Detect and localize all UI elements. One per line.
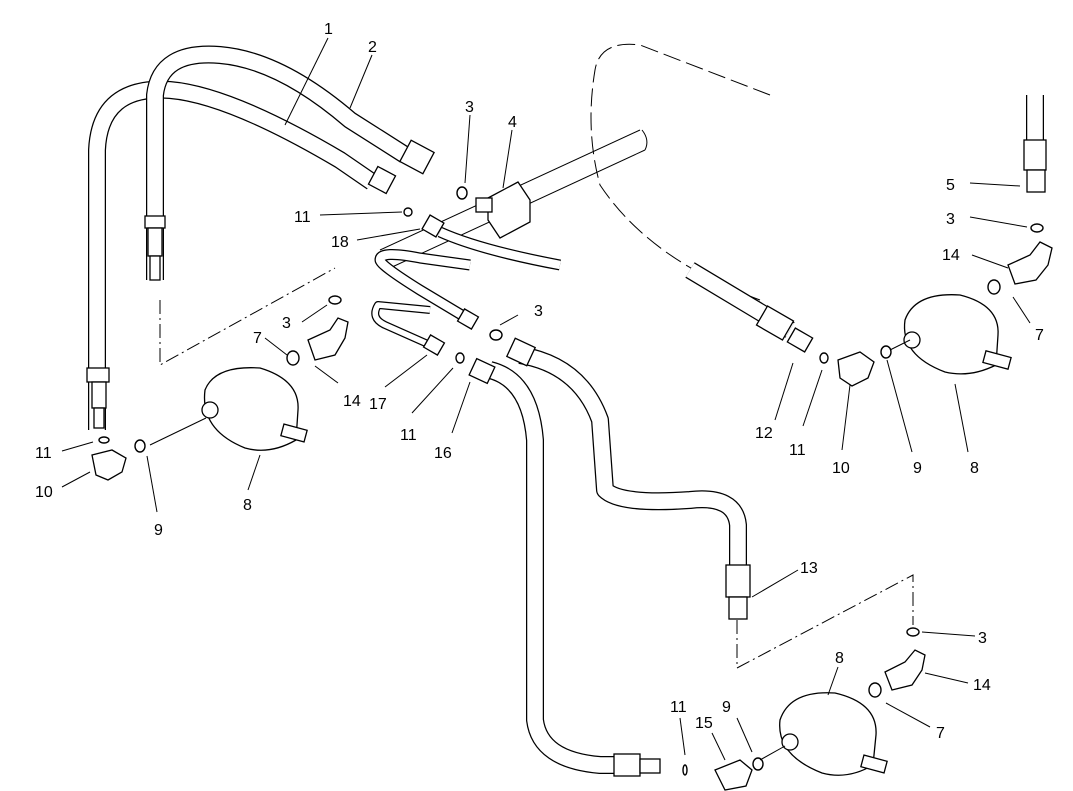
callout-11: 11 <box>400 427 417 444</box>
callout-9: 9 <box>722 699 731 716</box>
tube-18 <box>421 214 562 271</box>
elbow-14-bottom <box>884 649 926 691</box>
elbow-15-bottom <box>714 759 753 791</box>
callout-7: 7 <box>253 330 262 347</box>
pump-8-left <box>201 367 308 451</box>
callout-11: 11 <box>35 445 52 462</box>
o-rings <box>98 186 1044 776</box>
callout-2: 2 <box>368 39 377 56</box>
callout-13: 13 <box>800 560 818 577</box>
pump-8-bottom <box>779 692 888 776</box>
callout-7: 7 <box>936 725 945 742</box>
callout-8: 8 <box>970 460 979 477</box>
callout-11: 11 <box>294 209 311 226</box>
callout-14: 14 <box>343 393 361 410</box>
callout-14: 14 <box>942 247 960 264</box>
elbow-10-right <box>837 351 875 387</box>
callout-labels: 1 2 3 4 5 3 14 11 18 3 7 3 7 14 17 11 16… <box>35 21 1044 742</box>
callout-12: 12 <box>755 425 773 442</box>
callout-16: 16 <box>434 445 452 462</box>
hose-5 <box>1023 95 1047 193</box>
hose-16 <box>468 357 661 777</box>
callout-10: 10 <box>35 484 53 501</box>
leader-lines <box>61 37 1031 761</box>
callout-14: 14 <box>973 677 991 694</box>
callout-3: 3 <box>978 630 987 647</box>
hose-12 <box>685 262 814 353</box>
callout-9: 9 <box>913 460 922 477</box>
callout-10: 10 <box>832 460 850 477</box>
phantom-lines <box>149 267 914 761</box>
pump-8-right <box>903 294 1012 375</box>
elbow-10-left <box>91 449 127 481</box>
callout-8: 8 <box>243 497 252 514</box>
callout-11: 11 <box>789 442 806 459</box>
callout-15: 15 <box>695 715 713 732</box>
hose-fittings-left <box>86 215 166 429</box>
tube-16 <box>371 301 446 356</box>
callout-17: 17 <box>369 396 387 413</box>
callout-1: 1 <box>324 21 333 38</box>
tube-17 <box>374 249 480 330</box>
elbow-14-left <box>307 317 349 361</box>
callout-11: 11 <box>670 699 687 716</box>
callout-7: 7 <box>1035 327 1044 344</box>
callout-4: 4 <box>508 114 517 131</box>
callout-9: 9 <box>154 522 163 539</box>
hose-end-fittings-top <box>367 139 435 195</box>
elbow-14-right <box>1007 241 1053 285</box>
tee-fitting-4 <box>475 181 531 239</box>
tank-outline <box>590 43 771 301</box>
callout-8: 8 <box>835 650 844 667</box>
callout-3: 3 <box>465 99 474 116</box>
callout-3: 3 <box>946 211 955 228</box>
callout-3: 3 <box>282 315 291 332</box>
hose-13 <box>505 337 751 620</box>
hose-2 <box>146 45 410 280</box>
callout-18: 18 <box>331 234 349 251</box>
callout-3: 3 <box>534 303 543 320</box>
callout-5: 5 <box>946 177 955 194</box>
hose-1 <box>88 80 378 430</box>
